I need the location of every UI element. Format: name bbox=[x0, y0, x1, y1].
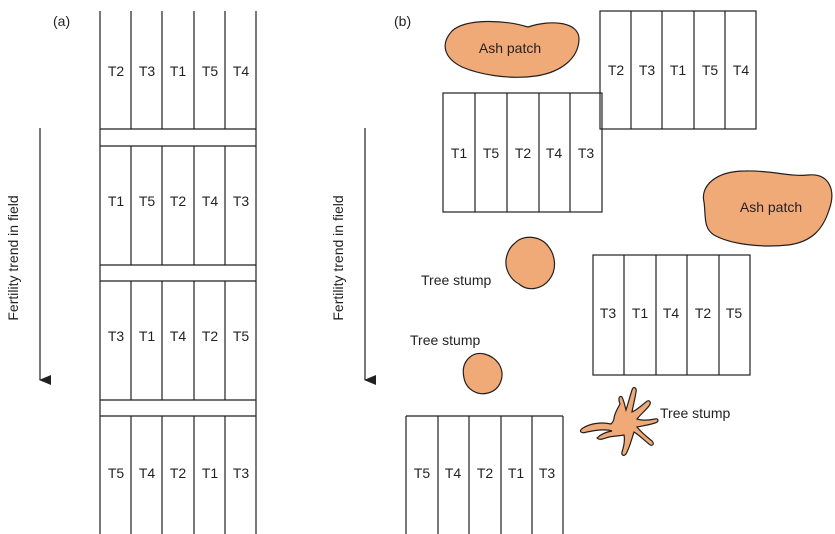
panel-b: (b) Fertility trend in field bbox=[330, 10, 833, 534]
plot-label: T3 bbox=[639, 62, 656, 78]
plot-label: T2 bbox=[477, 465, 494, 481]
plot-label: T4 bbox=[733, 62, 750, 78]
plot-label: T1 bbox=[670, 62, 687, 78]
panel-a-plot-labels: T2 T3 T1 T5 T4 T1 T5 T2 T4 T3 T3 T1 T4 T… bbox=[108, 63, 250, 481]
plot-label: T2 bbox=[170, 193, 187, 209]
ash-patch-shape bbox=[702, 170, 833, 247]
panel-b-label: (b) bbox=[394, 13, 411, 29]
plot-label: T4 bbox=[546, 145, 563, 161]
plot-label: T1 bbox=[139, 328, 156, 344]
panel-a-alleys bbox=[100, 128, 256, 417]
plot-label: T3 bbox=[539, 465, 556, 481]
plot-label: T1 bbox=[170, 63, 187, 79]
panel-b-block-3 bbox=[592, 254, 751, 376]
panel-b-block-2 bbox=[442, 92, 603, 213]
panel-a-block-4 bbox=[130, 416, 226, 534]
plot-label: T4 bbox=[170, 328, 187, 344]
plot-label: T2 bbox=[695, 305, 712, 321]
plot-label: T3 bbox=[139, 63, 156, 79]
plot-label: T5 bbox=[233, 328, 250, 344]
plot-label: T2 bbox=[608, 62, 625, 78]
plot-label: T1 bbox=[108, 193, 125, 209]
tree-stump-label: Tree stump bbox=[421, 272, 491, 288]
plot-label: T1 bbox=[632, 305, 649, 321]
plot-label: T5 bbox=[414, 465, 431, 481]
plot-label: T4 bbox=[233, 63, 250, 79]
panel-a-block-2 bbox=[130, 146, 226, 265]
panel-b-plot-labels: T2 T3 T1 T5 T4 T1 T5 T2 T4 T3 T3 T1 T4 T… bbox=[414, 62, 750, 481]
plot-label: T3 bbox=[233, 193, 250, 209]
panel-a-trend-label: Fertility trend in field bbox=[5, 195, 21, 320]
plot-label: T3 bbox=[600, 305, 617, 321]
plot-label: T5 bbox=[108, 465, 125, 481]
panel-b-block-4 bbox=[405, 415, 564, 534]
plot-label: T2 bbox=[170, 465, 187, 481]
ash-patch-shape bbox=[444, 20, 580, 78]
ash-patch-label: Ash patch bbox=[479, 40, 541, 56]
plot-label: T4 bbox=[202, 193, 219, 209]
tree-stump-label: Tree stump bbox=[660, 405, 730, 421]
plot-label: T5 bbox=[139, 193, 156, 209]
plot-label: T1 bbox=[508, 465, 525, 481]
plot-label: T2 bbox=[515, 145, 532, 161]
tree-stump-shape bbox=[579, 386, 659, 456]
plot-label: T2 bbox=[202, 328, 219, 344]
plot-label: T4 bbox=[663, 305, 680, 321]
panel-b-block-1 bbox=[599, 10, 757, 130]
plot-label: T2 bbox=[108, 63, 125, 79]
plot-label: T3 bbox=[578, 145, 595, 161]
plot-label: T3 bbox=[108, 328, 125, 344]
panel-a-block-3 bbox=[130, 281, 226, 400]
plot-label: T4 bbox=[445, 465, 462, 481]
plot-label: T5 bbox=[202, 63, 219, 79]
plot-label: T5 bbox=[726, 305, 743, 321]
plot-label: T3 bbox=[233, 465, 250, 481]
panel-b-trend-label: Fertility trend in field bbox=[330, 195, 346, 320]
panel-a-label: (a) bbox=[53, 13, 70, 29]
plot-label: T1 bbox=[202, 465, 219, 481]
panel-a: (a) T2 T3 bbox=[5, 11, 257, 534]
plot-label: T5 bbox=[702, 62, 719, 78]
panel-a-block-1 bbox=[130, 11, 226, 129]
plot-label: T5 bbox=[483, 145, 500, 161]
tree-stump-shape bbox=[462, 352, 503, 395]
tree-stump-label: Tree stump bbox=[410, 332, 480, 348]
plot-label: T4 bbox=[139, 465, 156, 481]
plot-label: T1 bbox=[451, 145, 468, 161]
ash-patch-label: Ash patch bbox=[740, 199, 802, 215]
tree-stump-shape bbox=[505, 236, 556, 290]
